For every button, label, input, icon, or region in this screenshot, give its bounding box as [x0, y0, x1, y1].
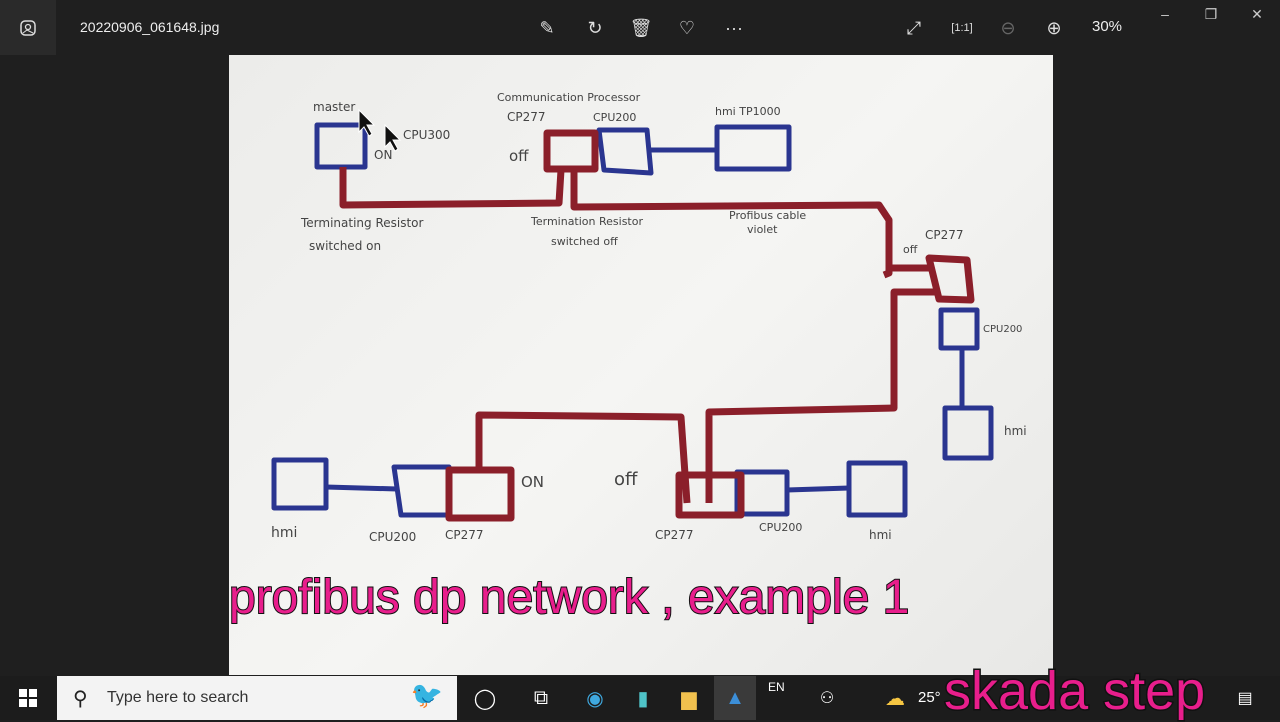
label-cable-1: Profibus cable [729, 209, 806, 222]
label-hmi-right: hmi [1004, 424, 1027, 438]
taskbar-search-box[interactable]: ⚲ Type here to search 🐦 [57, 676, 457, 720]
network-diagram: master CPU300 ON Communication Processor… [271, 91, 1027, 544]
edit-image-icon[interactable]: ✎ [539, 17, 555, 38]
minimize-button[interactable]: – [1161, 6, 1169, 22]
photo-canvas: master CPU300 ON Communication Processor… [229, 55, 1053, 675]
label-cp277-bm: CP277 [655, 528, 694, 542]
cpu200-bm-box [734, 469, 790, 517]
actual-size-icon[interactable]: [1:1] [951, 22, 973, 34]
fullscreen-icon[interactable]: ⤢ [906, 17, 922, 38]
label-cpu200-bm: CPU200 [759, 521, 802, 534]
label-off-right: off [903, 243, 918, 256]
weather-cloud-sun-icon[interactable]: ☁ [885, 687, 905, 710]
label-term-off-2: switched off [551, 235, 618, 248]
label-communication-processor: Communication Processor [497, 91, 641, 104]
devices [271, 122, 994, 518]
cp277-bl-box [445, 466, 515, 522]
hmi-right-box [942, 405, 994, 461]
label-hmi-tp1000: hmi TP1000 [715, 105, 781, 118]
task-view-icon[interactable]: ⧉ [533, 686, 549, 709]
cpu200-bl-box [391, 464, 452, 518]
label-master: master [313, 100, 355, 114]
more-icon[interactable]: ··· [725, 17, 743, 38]
label-term-on-1: Terminating Resistor [300, 216, 424, 230]
hmi-bl-box [271, 457, 329, 511]
label-cp277-right: CP277 [925, 228, 964, 242]
label-off-top: off [509, 147, 529, 165]
file-explorer-icon[interactable]: ▆ [681, 687, 697, 710]
label-cpu200-top: CPU200 [593, 111, 636, 124]
video-caption: profibus dp network , example 1 [228, 570, 910, 625]
channel-watermark: skada step [942, 660, 1206, 722]
search-placeholder: Type here to search [107, 689, 249, 706]
people-icon[interactable]: ⚇ [819, 690, 835, 707]
cpu200-top-box [596, 127, 654, 176]
notifications-icon[interactable]: ▤ [1237, 690, 1253, 707]
label-cpu300: CPU300 [403, 128, 450, 142]
label-term-on-2: switched on [309, 239, 381, 253]
weather-temperature[interactable]: 25° [918, 689, 941, 706]
label-off-bm: off [614, 469, 638, 490]
favorite-heart-icon[interactable]: ♡ [678, 17, 696, 38]
label-cpu200-right: CPU200 [983, 324, 1022, 335]
zoom-out-icon[interactable]: ⊖ [1000, 17, 1016, 38]
search-highlight-bird-icon: 🐦 [410, 680, 443, 710]
photos-taskbar-icon[interactable]: ▲ [714, 676, 756, 720]
label-cp277-bl: CP277 [445, 528, 484, 542]
zoom-level[interactable]: 30% [1092, 18, 1123, 35]
mouse-cursor-icons [358, 108, 402, 152]
profibus-cable [339, 129, 975, 522]
cp277-bm-box [675, 471, 745, 519]
hmi-bm-box [846, 460, 908, 518]
label-cpu200-bl: CPU200 [369, 530, 416, 544]
label-cp277-top: CP277 [507, 110, 546, 124]
zoom-in-icon[interactable]: ⊕ [1046, 17, 1062, 38]
master-cpu300-box [314, 122, 368, 170]
delete-icon[interactable]: 🗑 [629, 17, 653, 38]
photos-app-icon[interactable] [0, 0, 56, 55]
windows-start-button[interactable] [0, 676, 56, 720]
label-hmi-bm: hmi [869, 528, 892, 542]
rotate-icon[interactable]: ↻ [587, 17, 603, 38]
cortana-icon[interactable]: ◯ [473, 687, 497, 710]
label-on-bl: ON [521, 473, 544, 491]
search-icon: ⚲ [73, 688, 88, 710]
edge-browser-icon[interactable]: ◉ [586, 687, 604, 710]
title-bar: 20220906_061648.jpg ✎ ↻ 🗑 ♡ ··· ⤢ [1:1] … [0, 0, 1280, 55]
cursor-icon [358, 108, 376, 137]
cursor-icon [384, 123, 402, 152]
cp277-top-box [543, 129, 599, 173]
language-indicator[interactable]: EN [768, 680, 785, 694]
file-name: 20220906_061648.jpg [80, 19, 220, 35]
label-hmi-bl: hmi [271, 525, 297, 541]
close-button[interactable]: ✕ [1251, 6, 1263, 22]
powershell-app-icon[interactable]: ▮ [637, 687, 649, 710]
label-term-off-1: Termination Resistor [530, 215, 643, 228]
restore-button[interactable]: ❐ [1204, 6, 1218, 22]
taskbar: ⚲ Type here to search 🐦 ◯ ⧉ ◉ ▮ ▆ ▲ EN ⚇… [0, 676, 1280, 720]
cp277-right-box [925, 254, 975, 304]
label-on: ON [374, 148, 392, 162]
label-cable-2: violet [747, 223, 778, 236]
hmi-tp1000-box [714, 124, 792, 172]
cpu200-right-box [938, 307, 980, 351]
